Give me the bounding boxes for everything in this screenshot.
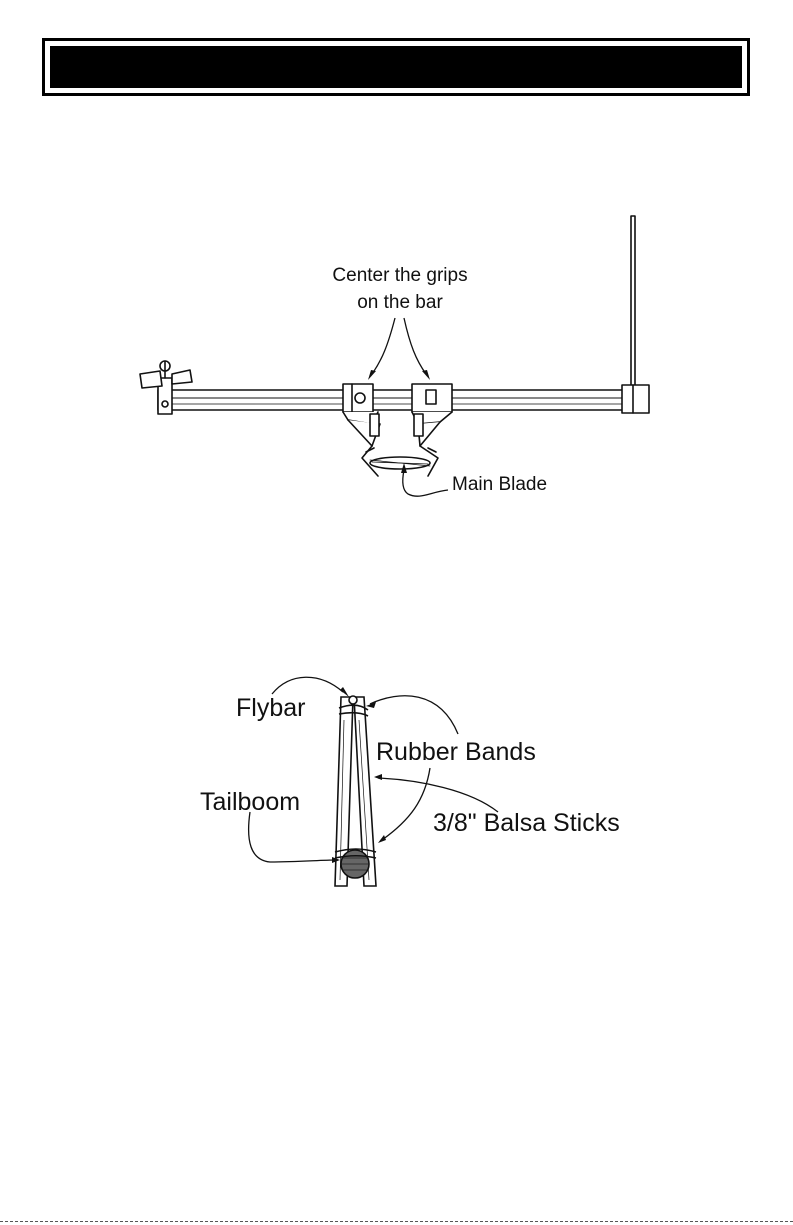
page-bottom-rule — [0, 1221, 793, 1222]
flybar-bar — [158, 390, 624, 410]
rubber-bands-label: Rubber Bands — [376, 738, 536, 767]
tailboom-label: Tailboom — [200, 788, 300, 817]
vertical-rod — [631, 216, 635, 386]
grips-callout-line1: Center the grips — [300, 262, 500, 289]
grips-callout-label: Center the grips on the bar — [300, 262, 500, 316]
balsa-sticks-label: 3/8" Balsa Sticks — [433, 809, 620, 838]
left-blade-grip — [343, 384, 373, 412]
grips-callout-line2: on the bar — [300, 289, 500, 316]
flybar-end-cap — [622, 385, 649, 413]
flybar-label: Flybar — [236, 694, 305, 723]
balsa-clamp-illustration — [335, 696, 376, 886]
main-blade-label: Main Blade — [452, 474, 547, 496]
flybar-cross-section — [349, 696, 357, 704]
right-blade-grip — [412, 384, 452, 412]
